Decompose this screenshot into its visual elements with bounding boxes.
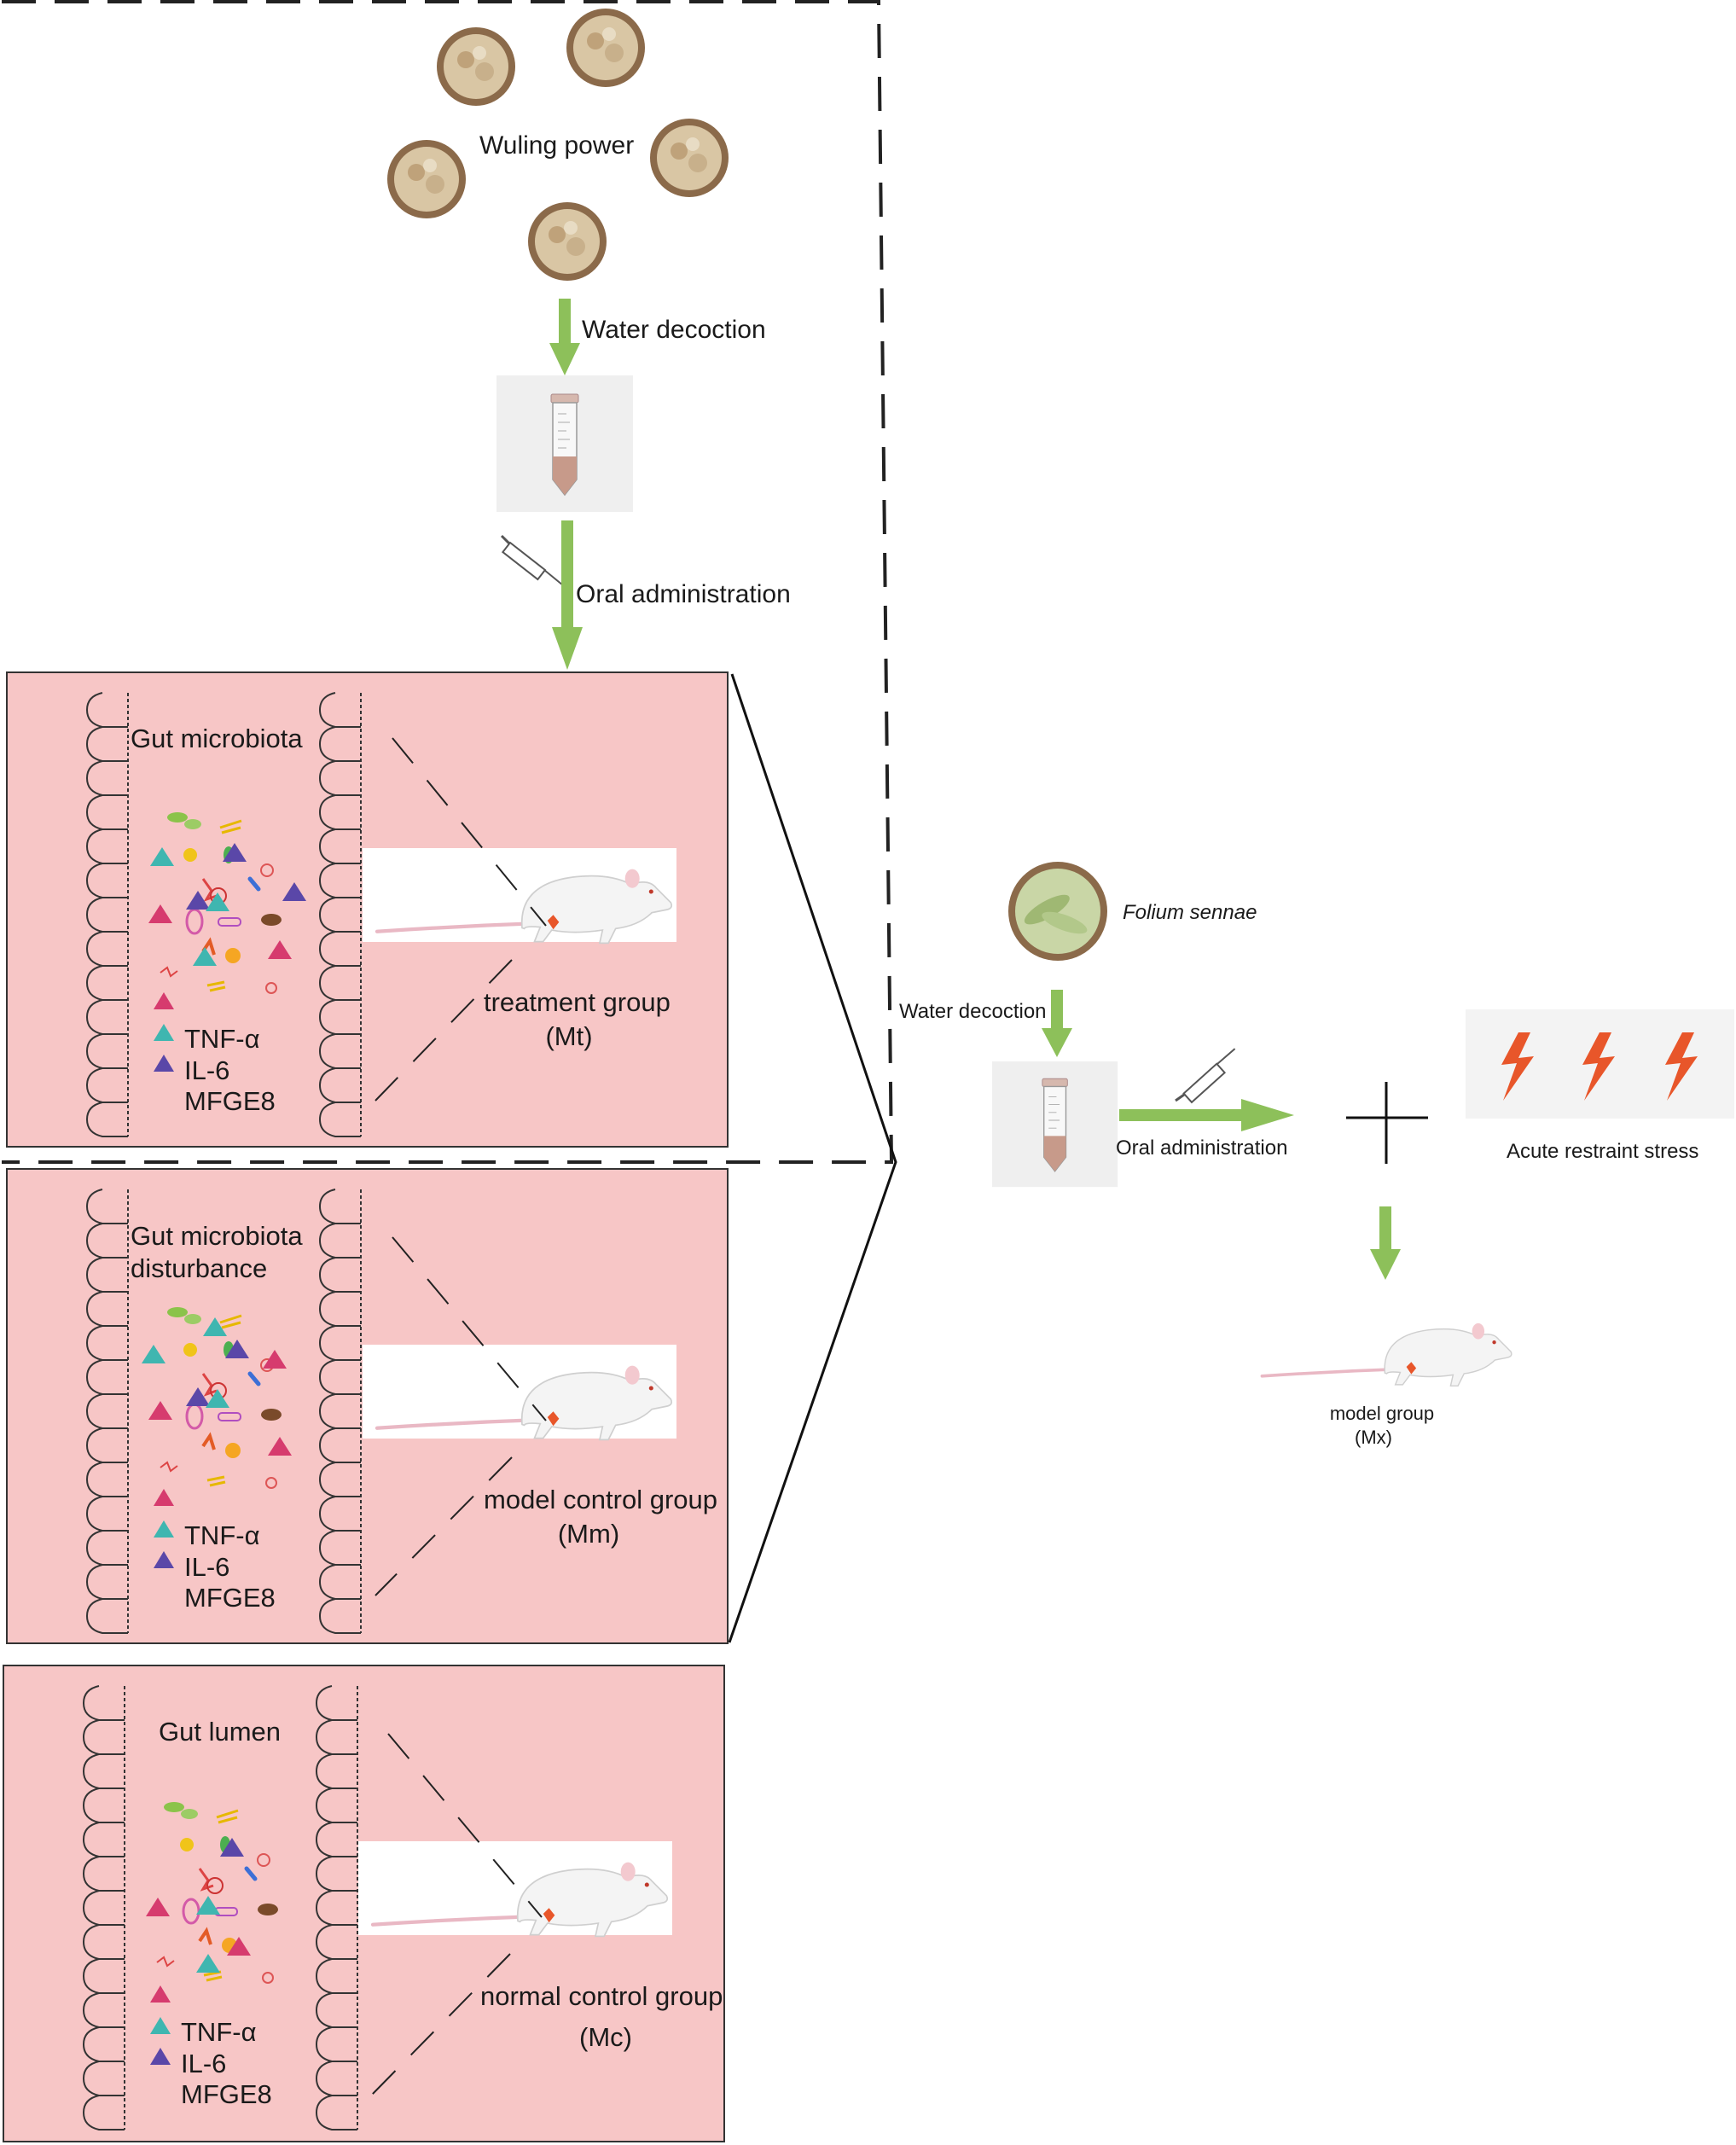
group-name: treatment group — [484, 987, 671, 1017]
arrow-icon — [549, 299, 580, 375]
marker-mfge8: MFGE8 — [184, 1086, 276, 1116]
marker-tnf: TNF-α — [181, 2017, 257, 2047]
plus-icon — [1346, 1082, 1428, 1164]
panel-title: Gut microbiota — [131, 724, 303, 753]
marker-il6: IL-6 — [184, 1552, 230, 1582]
model-group-code: (Mx) — [1355, 1427, 1392, 1448]
herb-bowl-icon — [566, 9, 645, 87]
group-code: (Mc) — [579, 2022, 632, 2052]
step-water-decoction: Water decoction — [582, 316, 766, 344]
arrow-icon — [1119, 1099, 1294, 1131]
senna-bowl-icon — [1008, 862, 1107, 961]
marker-mfge8: MFGE8 — [184, 1583, 276, 1613]
syringe-icon — [1174, 1038, 1237, 1111]
herb-title: Wuling power — [479, 131, 635, 160]
dashed-group-border — [2, 0, 894, 1164]
group-code: (Mm) — [557, 1519, 620, 1549]
rat-icon — [1260, 1322, 1513, 1388]
herb-bowl-icon — [437, 27, 515, 106]
model-group-label: model group — [1329, 1403, 1435, 1424]
step-water-decoction: Water decoction — [899, 1000, 1047, 1023]
step-oral-administration: Oral administration — [576, 580, 791, 608]
panel-model-control — [6, 1168, 729, 1644]
arrow-icon — [1370, 1206, 1401, 1280]
syringe-icon — [500, 534, 565, 587]
marker-il6: IL-6 — [181, 2049, 227, 2078]
arrow-icon — [1042, 990, 1072, 1057]
group-name: normal control group — [480, 1981, 723, 2011]
senna-label: Folium sennae — [1123, 901, 1257, 924]
panel-treatment — [6, 671, 729, 1148]
herb-bowl-icon — [387, 140, 466, 218]
panel-normal-control — [3, 1665, 725, 2142]
panel-title: Gut lumen — [159, 1717, 282, 1747]
stress-label: Acute restraint stress — [1507, 1140, 1699, 1163]
zoom-line — [728, 673, 897, 1643]
herb-bowl-icon — [650, 119, 729, 197]
herb-bowl-icon — [528, 202, 607, 281]
tube-icon — [991, 1061, 1118, 1188]
marker-tnf: TNF-α — [184, 1520, 260, 1550]
group-name: model control group — [484, 1485, 717, 1514]
tube-icon — [496, 375, 634, 513]
arrow-icon — [552, 520, 583, 670]
marker-mfge8: MFGE8 — [181, 2079, 272, 2109]
step-oral-administration: Oral administration — [1116, 1136, 1288, 1160]
marker-tnf: TNF-α — [184, 1024, 260, 1054]
panel-title: Gut microbiota disturbance — [131, 1221, 303, 1283]
marker-il6: IL-6 — [184, 1055, 230, 1085]
group-code: (Mt) — [545, 1021, 593, 1051]
